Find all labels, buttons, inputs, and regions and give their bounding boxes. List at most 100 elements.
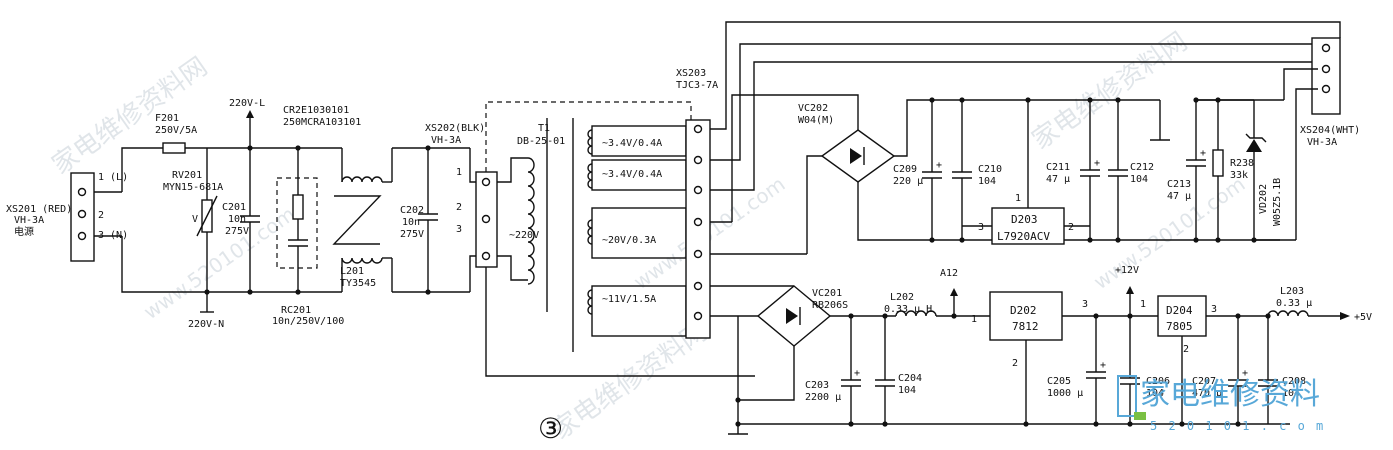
t1-value: DB-25-01 — [517, 136, 565, 147]
d202-pin3: 3 — [1082, 299, 1088, 310]
c205-value: 1000 μ — [1047, 388, 1083, 399]
choke-l201: L201 TY3545 — [332, 148, 393, 292]
c210-label: C210 — [978, 164, 1002, 175]
vd202-value: W05Z5.1B — [1272, 178, 1283, 226]
capacitor-c213: + C213 47 μ — [1167, 100, 1206, 240]
v220n-label: 220V-N — [188, 319, 224, 330]
cr2e-label: CR2E1030101 — [283, 105, 349, 116]
logo-url: 5 2 0 1 0 1 . c o m — [1150, 419, 1325, 433]
d204-pin3: 3 — [1211, 304, 1217, 315]
xs201-type: VH-3A — [14, 215, 44, 226]
inductor-l202: L202 0.33 μ H — [884, 292, 990, 317]
d204-pin1: 1 — [1140, 299, 1146, 310]
cr2e-value: 250MCRA103101 — [283, 117, 361, 128]
xs201-pin2: 2 — [98, 210, 104, 221]
d202-pin1: 1 — [971, 314, 977, 325]
inductor-l203: L203 0.33 μ +5V — [1267, 286, 1372, 323]
xs201-name: 电源 — [14, 225, 34, 238]
figure-number: ③ — [538, 412, 563, 445]
vc202-value: W04(M) — [798, 115, 834, 126]
t1-primary: ~220V — [509, 230, 539, 241]
c210-value: 104 — [978, 176, 996, 187]
capacitor-c204: C204 104 — [875, 316, 922, 424]
l202-value: 0.33 μ H — [884, 304, 932, 315]
c213-plus: + — [1200, 148, 1206, 159]
c206-value: 104 — [1146, 388, 1164, 399]
d202-label: D202 — [1010, 304, 1037, 317]
f201-value: 250V/5A — [155, 125, 197, 136]
logo-text: 家电维修资料 — [1140, 377, 1320, 412]
l203-label: L203 — [1280, 286, 1304, 297]
xs202-label: XS202(BLK) — [425, 123, 485, 134]
c207-value: 470 μ — [1192, 388, 1222, 399]
capacitor-c203: + C203 2200 μ — [805, 316, 861, 424]
resistor-r238: R238 33k — [1212, 100, 1254, 240]
c211-plus: + — [1094, 158, 1100, 169]
xs204-type: VH-3A — [1307, 137, 1337, 148]
vc202-label: VC202 — [798, 103, 828, 114]
vc201-value: RB206S — [812, 300, 848, 311]
plus12v-label: +12V — [1115, 265, 1139, 276]
capacitor-c201: C201 10n 275V — [222, 148, 260, 292]
rv201-value: MYN15-681A — [163, 182, 223, 193]
rc-network-rc201: CR2E1030101 250MCRA103101 RC201 10n/250V… — [272, 105, 361, 327]
connector-xs204: XS204(WHT) VH-3A — [1300, 37, 1360, 148]
rc201-label: RC201 — [281, 305, 311, 316]
xs202-pin3: 3 — [456, 224, 462, 235]
bridge-vc201: VC201 RB206S — [710, 285, 896, 401]
connector-xs201: XS201 (RED) VH-3A 电源 1 (L) 2 3 (N) — [6, 172, 128, 262]
xs203-label: XS203 — [676, 68, 706, 79]
rv201-label: RV201 — [172, 170, 202, 181]
c201-value1: 10n — [228, 214, 246, 225]
l203-value: 0.33 μ — [1276, 298, 1312, 309]
mains-rails — [121, 147, 342, 293]
xs203-type: TJC3-7A — [676, 80, 718, 91]
c204-value: 104 — [898, 385, 916, 396]
c207-plus: + — [1242, 368, 1248, 379]
d202-pin2: 2 — [1012, 358, 1018, 369]
capacitor-c210: C210 104 — [952, 100, 1002, 240]
d204-value: 7805 — [1166, 320, 1193, 333]
fuse-f201: F201 250V/5A — [155, 113, 197, 154]
d204-label: D204 — [1166, 304, 1193, 317]
l202-label: L202 — [890, 292, 914, 303]
capacitor-c211: + C211 47 μ — [1046, 100, 1100, 240]
watermark-url: www.520101.com — [139, 202, 299, 324]
c213-value: 47 μ — [1167, 191, 1191, 202]
c211-value: 47 μ — [1046, 174, 1070, 185]
regulator-d203: D203 L7920ACV 1 2 3 — [962, 100, 1090, 245]
rv201-v: V — [192, 214, 198, 225]
transformer-t1: T1 DB-25-01 ~220V ~3.4V/0.4A ~3.4V/0.4A … — [509, 118, 687, 352]
secondary-4-label: ~11V/1.5A — [602, 294, 656, 305]
c212-value: 104 — [1130, 174, 1148, 185]
a12-label: A12 — [940, 268, 958, 279]
xs202-pin2: 2 — [456, 202, 462, 213]
xs201-pin3: 3 (N) — [98, 230, 128, 241]
d203-pin2: 2 — [1068, 222, 1074, 233]
connector-xs202: XS202(BLK) VH-3A 1 2 3 — [425, 123, 528, 292]
c204-label: C204 — [898, 373, 922, 384]
c205-label: C205 — [1047, 376, 1071, 387]
c212-label: C212 — [1130, 162, 1154, 173]
c205-plus: + — [1100, 360, 1106, 371]
c203-label: C203 — [805, 380, 829, 391]
d203-pin1: 1 — [1015, 193, 1021, 204]
vd202-label: VD202 — [1258, 184, 1269, 214]
connector-xs203: XS203 TJC3-7A — [676, 68, 718, 339]
watermark-text: 家电维修资料网 — [1027, 27, 1193, 156]
c203-plus: + — [854, 368, 860, 379]
regulator-d204: D204 7805 1 2 3 — [1140, 295, 1268, 424]
site-logo: 家电维修资料 5 2 0 1 0 1 . c o m — [1117, 375, 1325, 433]
plus5v-label: +5V — [1354, 312, 1372, 323]
vc201-label: VC201 — [812, 288, 842, 299]
secondary-2-label: ~3.4V/0.4A — [602, 169, 662, 180]
capacitor-c207: + C207 470 μ — [1192, 316, 1248, 424]
capacitor-c208: C208 104 — [1258, 316, 1306, 424]
secondary-1-label: ~3.4V/0.4A — [602, 138, 662, 149]
c203-value: 2200 μ — [805, 392, 841, 403]
watermark-text: 家电维修资料网 — [47, 52, 213, 181]
xs201-label: XS201 (RED) — [6, 204, 72, 215]
c201-label: C201 — [222, 202, 246, 213]
capacitor-c212: C212 104 — [1108, 100, 1154, 240]
